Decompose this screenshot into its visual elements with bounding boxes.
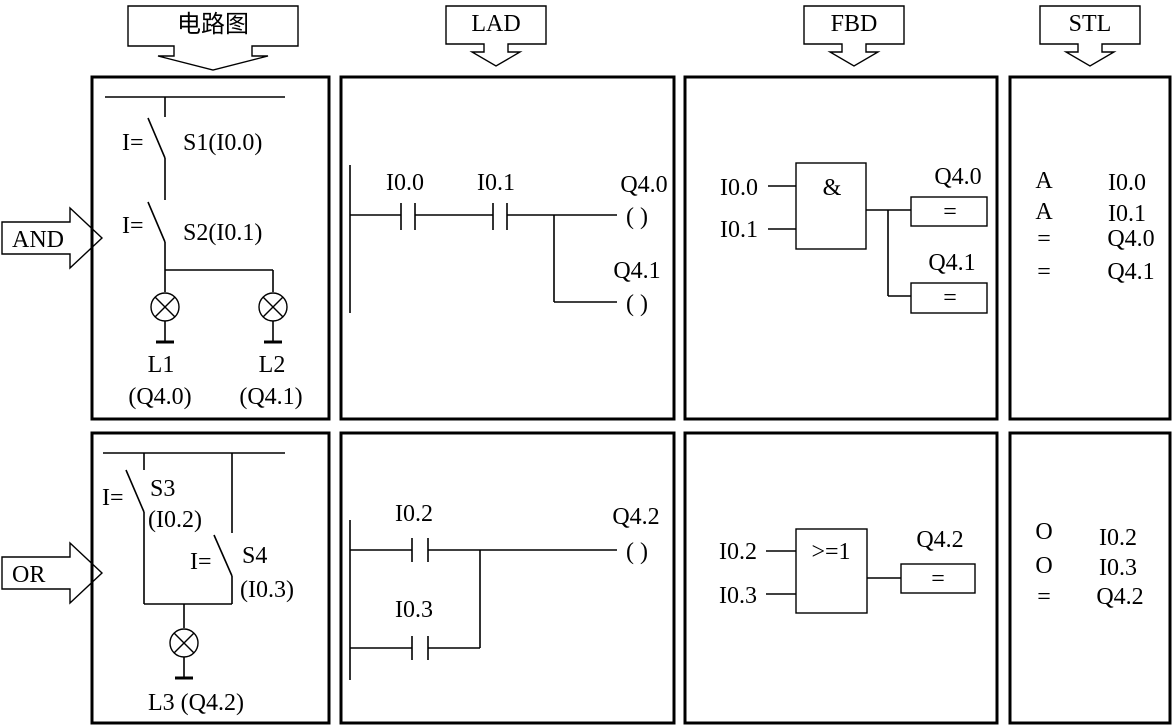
switch-s3-address: (I0.2) bbox=[148, 507, 202, 533]
stl-operand: Q4.2 bbox=[1096, 584, 1143, 610]
contact-i01-label: I0.1 bbox=[477, 170, 515, 196]
header-stl-label: STL bbox=[1069, 11, 1112, 37]
fbd-input-i01: I0.1 bbox=[720, 217, 758, 243]
lamp-l3-label: L3 (Q4.2) bbox=[148, 690, 244, 716]
row-arrow-and: AND bbox=[1, 206, 104, 270]
and-function-block-diagram: I0.0 I0.1 & Q4.0 = Q4.1 = bbox=[720, 162, 988, 314]
lamp-l2-name: L2 bbox=[259, 352, 286, 378]
switch-s2-label: S2(I0.1) bbox=[183, 220, 262, 246]
or-ladder-diagram: I0.2 I0.3 Q4.2 ( ) bbox=[349, 501, 660, 680]
lamp-l3-icon bbox=[169, 628, 199, 680]
stl-op: A bbox=[1035, 168, 1053, 194]
contact-i02-label: I0.2 bbox=[395, 501, 433, 527]
stl-operand: Q4.0 bbox=[1107, 226, 1154, 252]
assign-box-q42 bbox=[900, 563, 976, 594]
assign-symbol-q42: = bbox=[931, 566, 945, 592]
or-gate-block bbox=[795, 528, 868, 614]
switch-s3-mark: I= bbox=[102, 485, 124, 511]
header-circuit: 电路图 bbox=[127, 5, 299, 71]
switch-s3-blade bbox=[125, 469, 145, 513]
panel-or-lad bbox=[339, 431, 676, 725]
switch-s1-mark: I= bbox=[122, 130, 144, 156]
coil-q42-icon: ( ) bbox=[626, 539, 648, 565]
header-fbd: FBD bbox=[803, 5, 905, 67]
switch-s2-mark: I= bbox=[122, 213, 144, 239]
stl-operand: I0.0 bbox=[1108, 170, 1146, 196]
coil-q42-label: Q4.2 bbox=[612, 504, 659, 530]
row-arrow-or: OR bbox=[1, 541, 104, 605]
panel-and-fbd bbox=[683, 75, 999, 421]
switch-s4-blade bbox=[213, 534, 233, 577]
stl-op: O bbox=[1035, 553, 1052, 579]
and-statement-list: A I0.0 A I0.1 = Q4.0 = Q4.1 bbox=[1035, 168, 1154, 285]
lamp-l2-address: (Q4.1) bbox=[239, 384, 302, 410]
stl-operand: I0.3 bbox=[1099, 555, 1137, 581]
assign-symbol-q41: = bbox=[943, 285, 957, 311]
lamp-l2-icon bbox=[258, 292, 288, 344]
stl-op: A bbox=[1035, 199, 1053, 225]
stl-op: = bbox=[1037, 259, 1051, 285]
coil-q41-icon: ( ) bbox=[626, 291, 648, 317]
fbd-output-q42: Q4.2 bbox=[916, 527, 963, 553]
panel-and-circuit bbox=[90, 75, 331, 421]
switch-s3-name: S3 bbox=[150, 476, 175, 502]
panel-or-circuit bbox=[90, 431, 331, 725]
switch-s4-address: (I0.3) bbox=[240, 577, 294, 603]
assign-box-q40 bbox=[910, 196, 988, 227]
coil-q40-label: Q4.0 bbox=[620, 172, 667, 198]
lamp-l1-address: (Q4.0) bbox=[128, 384, 191, 410]
stl-op: = bbox=[1037, 226, 1051, 252]
switch-s4-name: S4 bbox=[242, 543, 267, 569]
header-stl: STL bbox=[1039, 5, 1141, 67]
or-function-block-diagram: I0.2 I0.3 >=1 Q4.2 = bbox=[719, 527, 976, 614]
and-circuit-diagram: I= S1(I0.0) I= S2(I0.1) L1 (Q4.0) L2 (Q4… bbox=[105, 96, 303, 410]
fbd-output-q40: Q4.0 bbox=[934, 164, 981, 190]
and-gate-symbol: & bbox=[823, 175, 842, 201]
panel-and-lad bbox=[339, 75, 676, 421]
switch-s1-blade bbox=[147, 117, 166, 159]
lamp-l1-name: L1 bbox=[148, 352, 175, 378]
contact-i03-label: I0.3 bbox=[395, 597, 433, 623]
fbd-input-i02: I0.2 bbox=[719, 539, 757, 565]
panel-and-stl bbox=[1008, 75, 1172, 421]
coil-q41-label: Q4.1 bbox=[613, 258, 660, 284]
switch-s1-label: S1(I0.0) bbox=[183, 130, 262, 156]
stl-op: O bbox=[1035, 519, 1052, 545]
stl-operand: I0.1 bbox=[1108, 201, 1146, 227]
header-lad-label: LAD bbox=[471, 11, 520, 37]
switch-s2-blade bbox=[147, 201, 166, 243]
and-ladder-diagram: I0.0 I0.1 Q4.0 ( ) Q4.1 ( ) bbox=[349, 165, 668, 317]
or-statement-list: O I0.2 O I0.3 = Q4.2 bbox=[1035, 519, 1143, 610]
panel-or-fbd bbox=[683, 431, 999, 725]
row-label-and: AND bbox=[12, 227, 64, 253]
fbd-output-q41: Q4.1 bbox=[928, 250, 975, 276]
row-label-or: OR bbox=[12, 562, 45, 588]
and-gate-block bbox=[795, 162, 867, 250]
stl-op: = bbox=[1037, 584, 1051, 610]
header-lad: LAD bbox=[445, 5, 547, 67]
or-circuit-diagram: I= S3 (I0.2) I= S4 (I0.3) L3 (Q4.2) bbox=[102, 452, 294, 716]
panel-or-stl bbox=[1008, 431, 1172, 725]
header-circuit-label: 电路图 bbox=[177, 11, 249, 38]
fbd-input-i03: I0.3 bbox=[719, 583, 757, 609]
fbd-input-i00: I0.0 bbox=[720, 175, 758, 201]
stl-operand: I0.2 bbox=[1099, 525, 1137, 551]
contact-i00-label: I0.0 bbox=[386, 170, 424, 196]
switch-s4-mark: I= bbox=[190, 549, 212, 575]
stl-operand: Q4.1 bbox=[1107, 259, 1154, 285]
header-fbd-label: FBD bbox=[831, 11, 878, 37]
lamp-l1-icon bbox=[150, 292, 180, 344]
assign-symbol-q40: = bbox=[943, 199, 957, 225]
or-gate-symbol: >=1 bbox=[811, 539, 850, 565]
coil-q40-icon: ( ) bbox=[626, 204, 648, 230]
assign-box-q41 bbox=[910, 282, 988, 314]
